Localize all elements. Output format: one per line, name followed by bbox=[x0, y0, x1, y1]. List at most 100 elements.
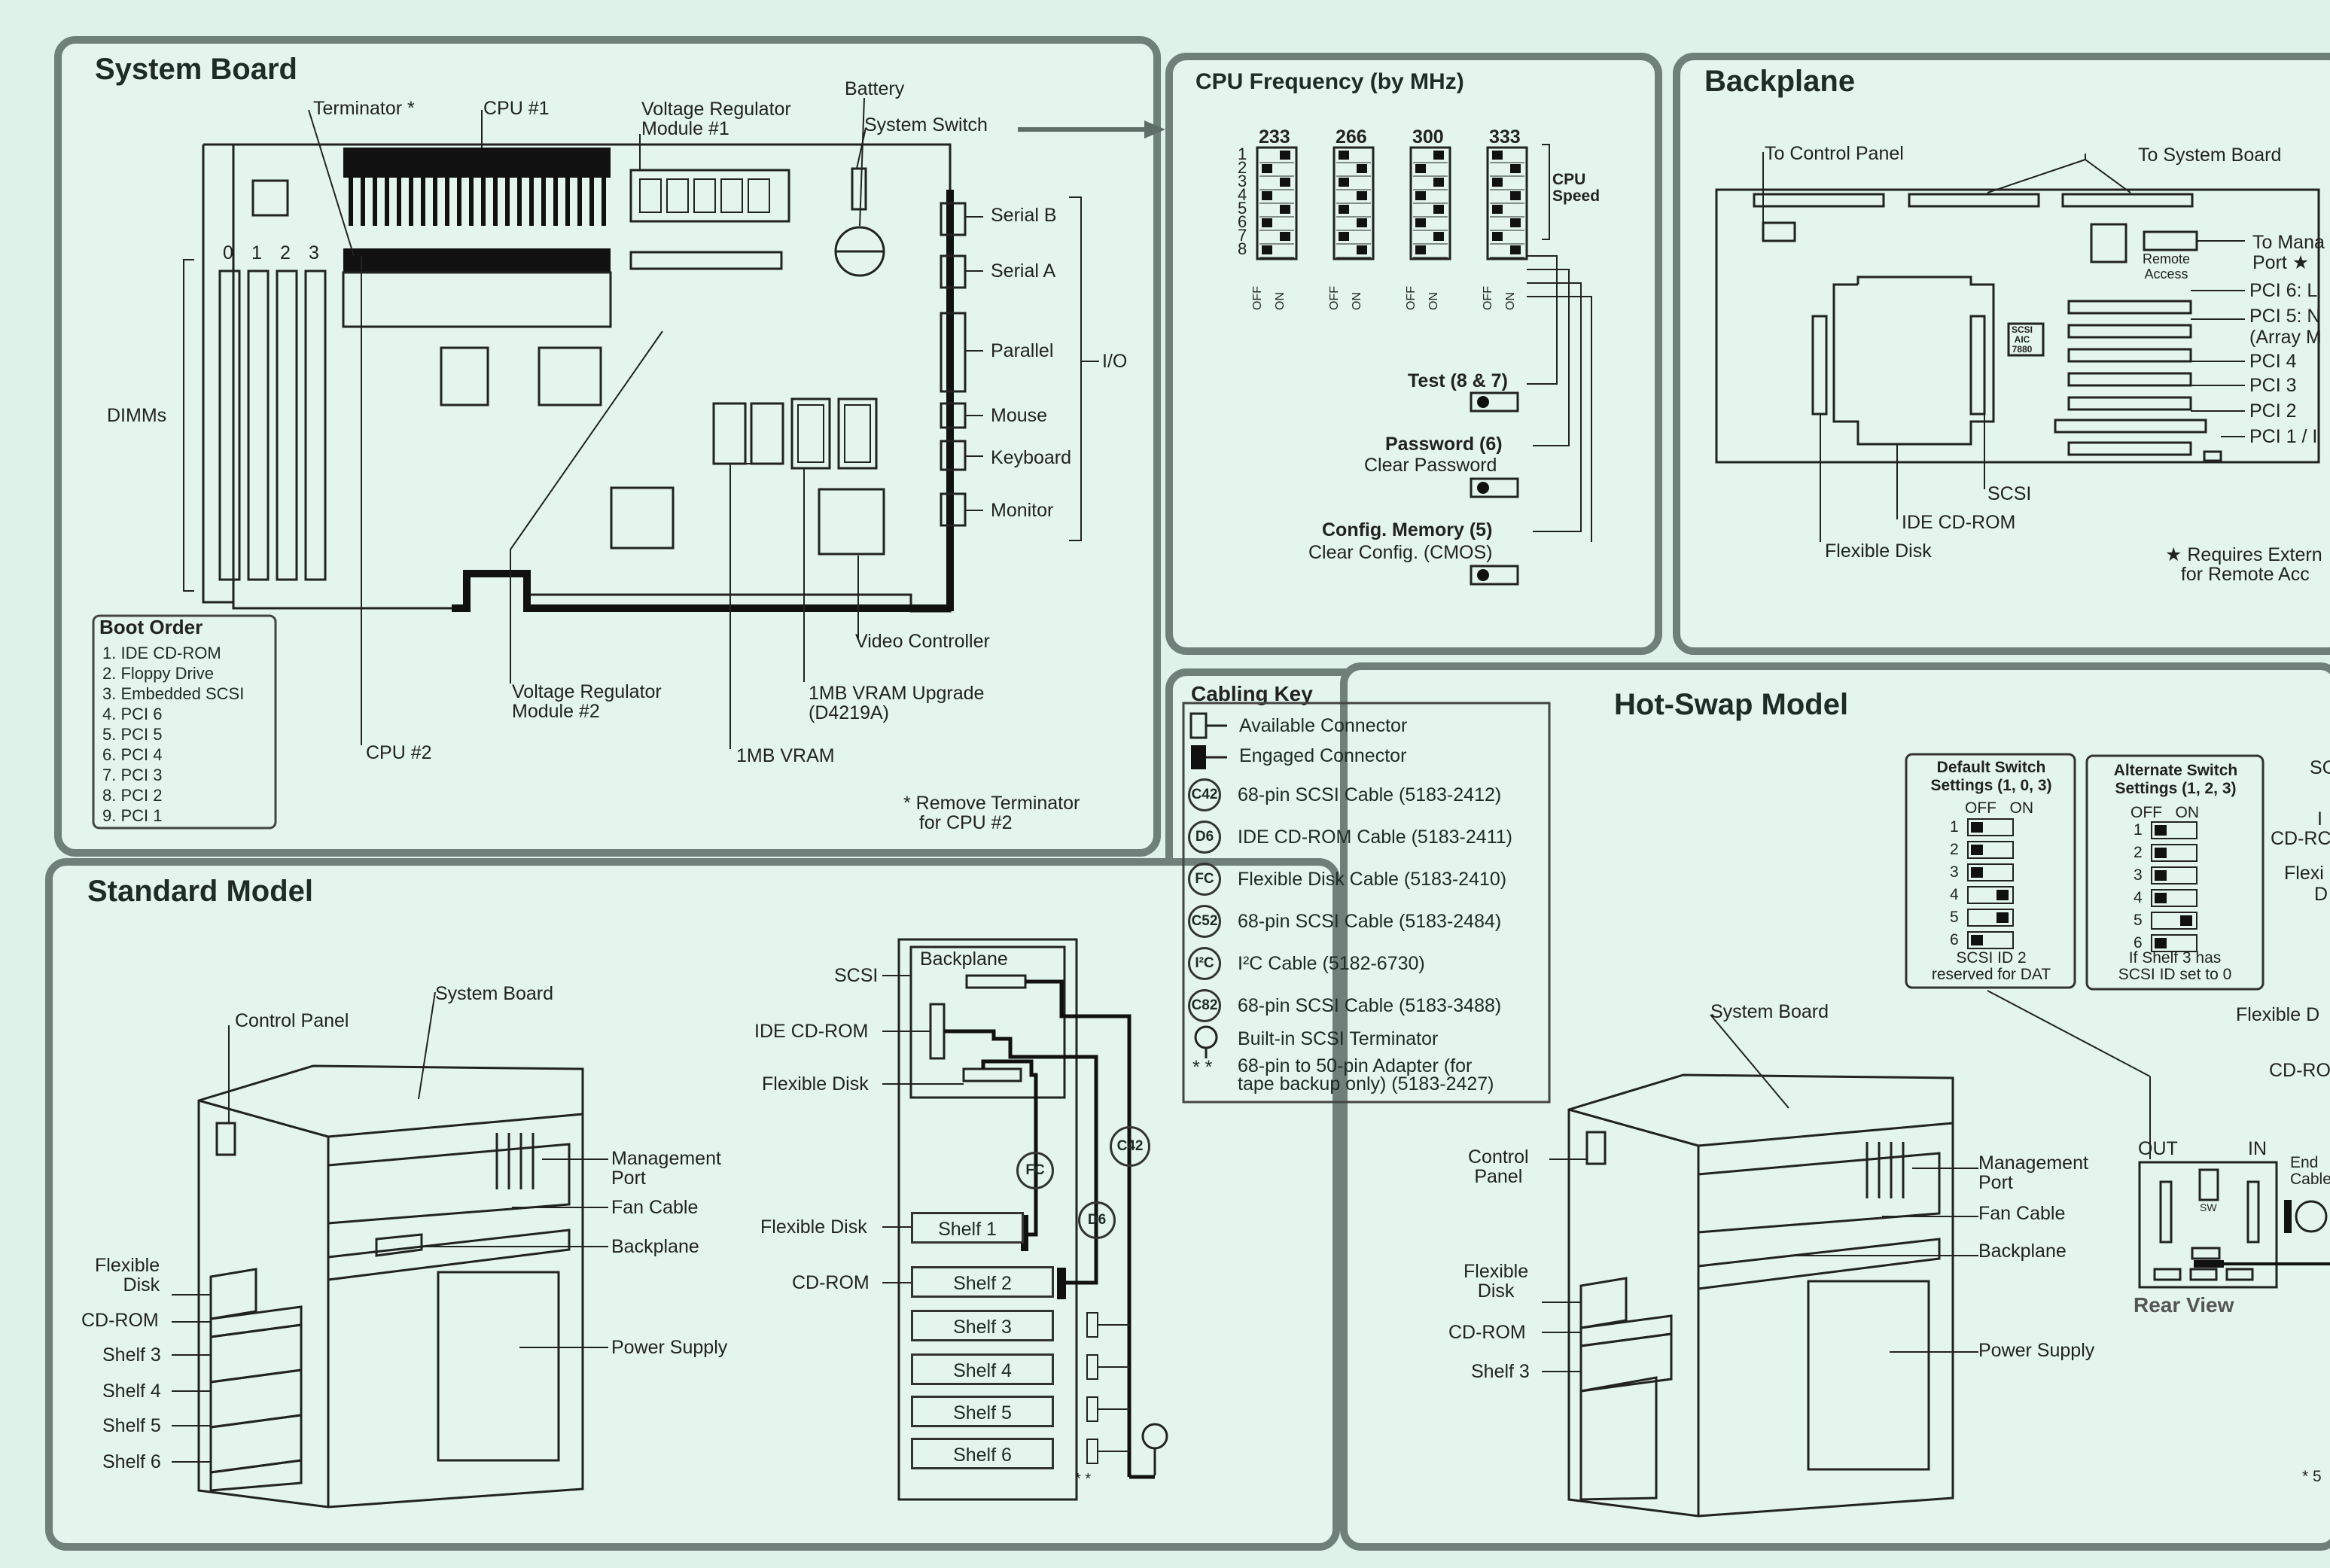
ide-cdrom-label: IDE CD-ROM bbox=[1902, 512, 2016, 533]
hs-out-label: OUT bbox=[2138, 1138, 2178, 1159]
pci6-label: PCI 6: L bbox=[2249, 280, 2318, 301]
pci4-label: PCI 4 bbox=[2249, 351, 2297, 372]
hs-switch-row-label: 5 bbox=[1950, 909, 1959, 926]
hs-switch-row-label: 6 bbox=[1950, 931, 1959, 948]
dimm-slot-2: 2 bbox=[280, 242, 291, 263]
cpu-switch-toggle bbox=[1339, 205, 1349, 214]
cpu-switch-row-label: 3 bbox=[1238, 172, 1247, 190]
monitor-label: Monitor bbox=[991, 500, 1054, 521]
hs-switch-slot bbox=[2151, 844, 2198, 862]
hs-switch-slot bbox=[1967, 863, 2014, 881]
hs-shelf3-label: Shelf 3 bbox=[1471, 1361, 1530, 1382]
scsi-chip-label: SCSI AIC 7880 bbox=[2012, 324, 2033, 355]
dimms-label: DIMMs bbox=[107, 405, 167, 426]
cpu-switch-block bbox=[1333, 146, 1375, 260]
hot-swap-title: Hot-Swap Model bbox=[1614, 688, 1849, 721]
cable-description: Flexible Disk Cable (5183-2410) bbox=[1238, 869, 1507, 890]
hs-switch-toggle bbox=[2155, 893, 2167, 903]
remove-terminator-note: * Remove Terminator for CPU #2 bbox=[903, 793, 1080, 833]
std-shelf4-label: Shelf 4 bbox=[102, 1381, 161, 1402]
hs-switch-toggle bbox=[1971, 935, 1983, 945]
cable-code-badge: C52 bbox=[1188, 905, 1221, 938]
cpu-switch-toggle bbox=[1280, 178, 1290, 187]
cpu-switch-row-label: 7 bbox=[1238, 226, 1247, 245]
hs-right-i: I bbox=[2317, 808, 2322, 830]
cpu-switch-toggle bbox=[1433, 232, 1444, 241]
cpu-freq-column-label: 266 bbox=[1336, 126, 1367, 148]
fc-cable-badge: FC bbox=[1016, 1152, 1054, 1189]
cable-scsi-label: SCSI bbox=[834, 965, 879, 986]
backplane-title: Backplane bbox=[1704, 65, 1856, 98]
cable-description: IDE CD-ROM Cable (5183-2411) bbox=[1238, 827, 1512, 848]
boot-order-list: 1. IDE CD-ROM 2. Floppy Drive 3. Embedde… bbox=[102, 643, 244, 826]
default-note: SCSI ID 2 reserved for DAT bbox=[1931, 949, 2051, 983]
cable-flexible-disk-label: Flexible Disk bbox=[762, 1073, 869, 1095]
cable-code-badge: D6 bbox=[1188, 821, 1221, 854]
hs-switch-slot bbox=[1967, 931, 2014, 949]
hs-switch-toggle bbox=[1971, 867, 1983, 878]
cpu-switch-toggle bbox=[1415, 218, 1426, 227]
hs-switch-row-label: 5 bbox=[2134, 912, 2143, 929]
cpu-switch-toggle bbox=[1510, 164, 1521, 173]
vrm2-label: Voltage Regulator Module #2 bbox=[512, 681, 662, 722]
hs-right-sc: SC bbox=[2310, 757, 2330, 778]
hs-switch-slot bbox=[1967, 886, 2014, 904]
clear-password-label: Clear Password bbox=[1364, 455, 1497, 476]
hs-switch-slot bbox=[2151, 866, 2198, 884]
hs-switch-row-label: 4 bbox=[2134, 889, 2143, 906]
hs-switch-slot bbox=[2151, 912, 2198, 930]
test-label: Test (8 & 7) bbox=[1408, 370, 1508, 391]
system-board-title: System Board bbox=[95, 53, 297, 86]
cpu-switch-toggle bbox=[1492, 205, 1503, 214]
hs-switch-slot bbox=[1967, 909, 2014, 927]
video-controller-label: Video Controller bbox=[855, 631, 990, 652]
remote-access-label: Remote Access bbox=[2143, 251, 2191, 282]
cpu-freq-column-label: 233 bbox=[1259, 126, 1290, 148]
keyboard-label: Keyboard bbox=[991, 447, 1072, 468]
cable-code-badge: C42 bbox=[1188, 778, 1221, 811]
serial-b-label: Serial B bbox=[991, 205, 1057, 226]
cpu-switch-toggle bbox=[1415, 245, 1426, 254]
shelf-4: Shelf 4 bbox=[911, 1353, 1054, 1385]
cpu-switch-toggle bbox=[1262, 218, 1272, 227]
backplane-panel bbox=[1673, 53, 2330, 655]
cpu-switch-toggle bbox=[1357, 245, 1367, 254]
hs-switch-row-label: 2 bbox=[2134, 844, 2143, 861]
hs-switch-slot bbox=[1967, 841, 2014, 859]
cpu-switch-toggle bbox=[1415, 191, 1426, 200]
requires-note: ★ Requires Extern for Remote Acc bbox=[2165, 544, 2322, 585]
standard-model-title: Standard Model bbox=[87, 875, 314, 908]
hs-switch-toggle bbox=[1996, 912, 2009, 923]
cpu2-label: CPU #2 bbox=[366, 742, 432, 763]
cable-description: 68-pin SCSI Cable (5183-2412) bbox=[1238, 784, 1502, 805]
cpu-switch-toggle bbox=[1510, 191, 1521, 200]
std-fan-cable-label: Fan Cable bbox=[611, 1197, 699, 1218]
hs-switch-slot bbox=[2151, 889, 2198, 907]
cpu-frequency-title: CPU Frequency (by MHz) bbox=[1195, 69, 1464, 94]
alternate-off-on: OFF ON bbox=[2131, 804, 2199, 821]
cpu-switch-block bbox=[1256, 146, 1298, 260]
hs-end-cable-label: End Cable bbox=[2290, 1154, 2330, 1188]
hs-switch-toggle bbox=[2155, 938, 2167, 948]
cpu-switch-row-label: 1 bbox=[1238, 145, 1247, 163]
hs-control-panel-label: Control Panel bbox=[1468, 1146, 1529, 1187]
cpu-switch-toggle bbox=[1280, 205, 1290, 214]
adapter-label: 68-pin to 50-pin Adapter (for tape backu… bbox=[1238, 1055, 1494, 1095]
list-item: 4. PCI 6 bbox=[102, 705, 163, 723]
hs-switch-row-label: 3 bbox=[1950, 863, 1959, 881]
hs-backplane-label: Backplane bbox=[1978, 1241, 2067, 1262]
hs-right-flexi: Flexi bbox=[2284, 863, 2324, 884]
scsi-label: SCSI bbox=[1987, 483, 2032, 504]
cpu-switch-toggle bbox=[1357, 191, 1367, 200]
cpu-switch-toggle bbox=[1262, 245, 1272, 254]
cpu-switch-toggle bbox=[1262, 164, 1272, 173]
c42-cable-badge: C42 bbox=[1110, 1126, 1150, 1167]
hs-switch-row-label: 6 bbox=[2134, 934, 2143, 951]
serial-a-label: Serial A bbox=[991, 260, 1056, 282]
parallel-label: Parallel bbox=[991, 340, 1054, 361]
cpu-switch-toggle bbox=[1280, 151, 1290, 160]
rear-view-label: Rear View bbox=[2134, 1293, 2234, 1317]
